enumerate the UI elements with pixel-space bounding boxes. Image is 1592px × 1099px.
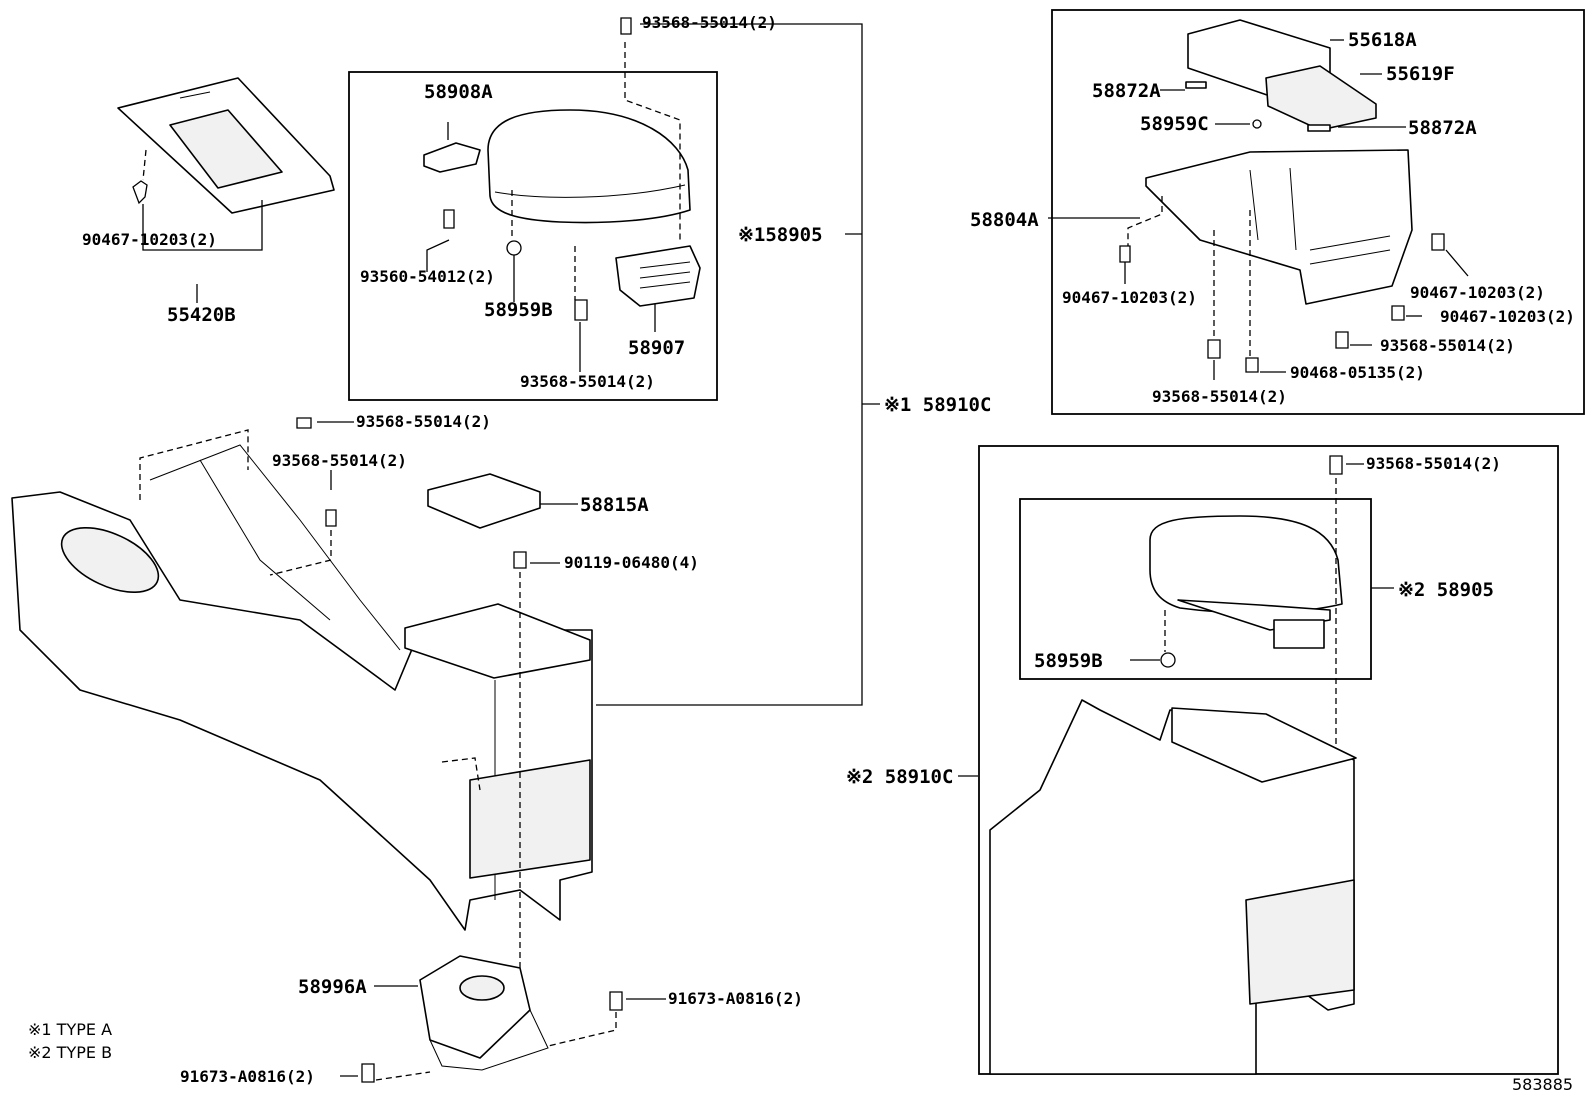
label-58907: 58907 xyxy=(628,337,685,359)
label-91673-a: 91673-A0816(2) xyxy=(668,989,803,1008)
armrest-lid-drawing xyxy=(487,109,691,224)
bracket-58996a-drawing xyxy=(419,955,549,1071)
label-90467-d: 90467-10203(2) xyxy=(1440,307,1575,326)
label-93568-mid1: 93568-55014(2) xyxy=(356,412,491,431)
label-55618a: 55618A xyxy=(1348,29,1417,51)
label-90467-c: 90467-10203(2) xyxy=(1410,283,1545,302)
main-console-drawing xyxy=(11,444,593,931)
label-58996a: 58996A xyxy=(298,976,367,998)
label-58910c-type-b: ※2 58910C xyxy=(846,766,953,788)
label-58908a: 58908A xyxy=(424,81,493,103)
label-58959c: 58959C xyxy=(1140,113,1209,135)
type-b-outer-frame xyxy=(978,445,1559,1075)
label-93568-r1: 93568-55014(2) xyxy=(1380,336,1515,355)
mat-58815a-shape xyxy=(427,473,541,529)
console-box-drawing xyxy=(1145,19,1413,305)
armrest-type-a-frame xyxy=(348,71,718,401)
legend-type-b: ※2 TYPE B xyxy=(28,1043,112,1062)
label-93568-r2: 93568-55014(2) xyxy=(1152,387,1287,406)
label-93560: 93560-54012(2) xyxy=(360,267,495,286)
label-55420b: 55420B xyxy=(167,304,236,326)
label-58959b-a: 58959B xyxy=(484,299,553,321)
shift-panel-drawing xyxy=(117,77,335,214)
label-58872a-b: 58872A xyxy=(1408,117,1477,139)
label-91673-b: 91673-A0816(2) xyxy=(180,1067,315,1086)
screw-shape xyxy=(574,299,588,321)
label-55619f: 55619F xyxy=(1386,63,1455,85)
label-58910c-type-a: ※1 58910C xyxy=(884,394,991,416)
label-58804a: 58804A xyxy=(970,209,1039,231)
label-58872a-a: 58872A xyxy=(1092,80,1161,102)
console-box-frame xyxy=(1051,9,1585,415)
hinge-58908a-drawing xyxy=(423,142,481,229)
label-58905-type-a: ※158905 xyxy=(738,224,823,246)
console-type-b-drawing xyxy=(989,699,1357,1075)
label-58959b-b: 58959B xyxy=(1034,650,1103,672)
label-90467-b: 90467-10203(2) xyxy=(1062,288,1197,307)
label-90119: 90119-06480(4) xyxy=(564,553,699,572)
legend-type-a: ※1 TYPE A xyxy=(28,1020,112,1039)
label-93568-mid2: 93568-55014(2) xyxy=(272,451,407,470)
armrest-type-b-drawing xyxy=(1149,515,1343,649)
diagram-id: 583885 xyxy=(1512,1075,1573,1094)
label-93568-r3: 93568-55014(2) xyxy=(1366,454,1501,473)
stopper-58959b-shape xyxy=(506,240,522,256)
label-58905-type-b: ※2 58905 xyxy=(1398,579,1494,601)
stopper-58959b-b-shape xyxy=(1160,652,1176,668)
label-90467-a: 90467-10203(2) xyxy=(82,230,217,249)
armrest-type-b-frame xyxy=(1019,498,1372,680)
label-58815a: 58815A xyxy=(580,494,649,516)
label-93568-box: 93568-55014(2) xyxy=(520,372,655,391)
label-93568-top: 93568-55014(2) xyxy=(642,13,777,32)
lock-58907-drawing xyxy=(615,245,701,307)
label-90468: 90468-05135(2) xyxy=(1290,363,1425,382)
